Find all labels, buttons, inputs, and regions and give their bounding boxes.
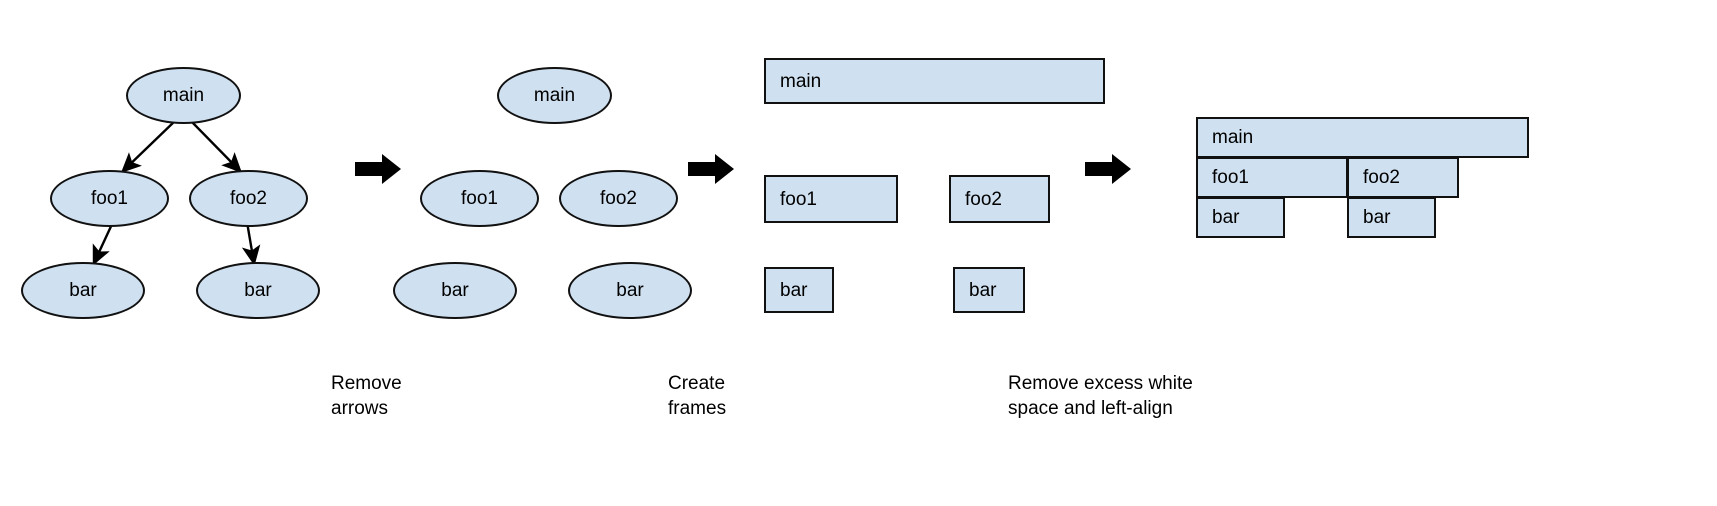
tree-node-bar-2[interactable]: bar [196,262,320,319]
tree-node-label: bar [244,280,272,301]
flame-label: bar [1363,207,1391,228]
frame-label: main [780,70,822,92]
node-label: foo1 [461,188,498,209]
tree-node-bar-1[interactable]: bar [21,262,145,319]
flame-cell-bar-1[interactable]: bar [1196,197,1285,238]
tree-node-foo1[interactable]: foo1 [50,170,169,227]
tree-node-label: main [162,85,205,106]
flame-cell-foo1[interactable]: foo1 [1196,157,1348,198]
caption-create-frames: Create frames [668,373,727,419]
panel-call-tree: main foo1 foo2 bar bar [0,0,340,340]
flame-label: foo1 [1212,167,1249,188]
tree-node-foo2[interactable]: foo2 [189,170,308,227]
right-arrow-icon [688,154,734,184]
frame-label: bar [780,279,808,301]
tree-node-main[interactable]: main [126,67,241,124]
frame-bar-1[interactable]: bar [764,267,834,313]
flame-label: main [1212,127,1254,148]
flame-cell-foo2[interactable]: foo2 [1347,157,1459,198]
frame-main[interactable]: main [764,58,1105,104]
frame-label: foo2 [965,188,1002,210]
tree-node-label: foo1 [91,188,128,209]
caption-remove-whitespace: Remove excess white space and left-align [1008,373,1193,419]
flame-cell-main[interactable]: main [1196,117,1529,158]
frame-foo1[interactable]: foo1 [764,175,898,223]
node-bar-2[interactable]: bar [568,262,692,319]
tree-node-label: bar [69,280,97,301]
node-label: bar [616,280,644,301]
frame-label: foo1 [780,188,817,210]
node-foo2[interactable]: foo2 [559,170,678,227]
flame-label: bar [1212,207,1240,228]
node-main[interactable]: main [497,67,612,124]
node-label: bar [441,280,469,301]
frame-bar-2[interactable]: bar [953,267,1025,313]
tree-node-label: foo2 [230,188,267,209]
step-arrow-1-icon [355,152,401,186]
step-arrow-3-icon [1085,152,1131,186]
node-foo1[interactable]: foo1 [420,170,539,227]
node-bar-1[interactable]: bar [393,262,517,319]
frame-foo2[interactable]: foo2 [949,175,1050,223]
node-label: main [533,85,576,106]
node-label: foo2 [600,188,637,209]
flame-label: foo2 [1363,167,1400,188]
caption-remove-arrows: Remove arrows [331,373,402,419]
frame-label: bar [969,279,997,301]
right-arrow-icon [355,154,401,184]
right-arrow-icon [1085,154,1131,184]
step-arrow-2-icon [688,152,734,186]
flame-cell-bar-2[interactable]: bar [1347,197,1436,238]
